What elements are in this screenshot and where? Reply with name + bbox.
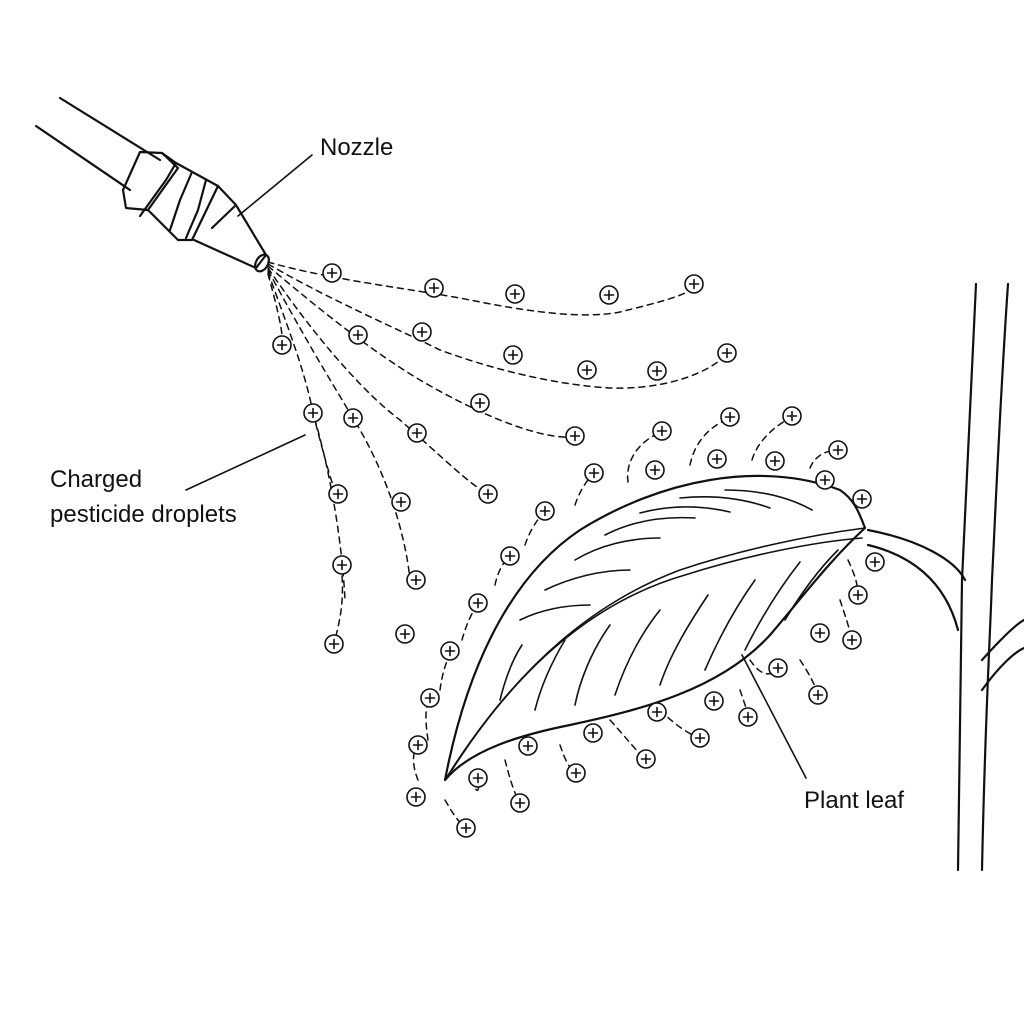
charged-droplet-icon (647, 702, 667, 722)
trajectory-8 (312, 412, 344, 645)
leaf-leader (741, 654, 807, 779)
charged-droplet-icon (470, 393, 490, 413)
charged-droplet-icon (395, 624, 415, 644)
charged-droplet-icon (577, 360, 597, 380)
label-leader-lines (185, 154, 807, 779)
charged-droplet-icon (456, 818, 476, 838)
charged-droplet-icon (852, 489, 872, 509)
trajectory-4 (267, 267, 489, 495)
droplets-label-line2: pesticide droplets (50, 501, 237, 528)
charged-droplet-icon (348, 325, 368, 345)
charged-droplet-icon (865, 552, 885, 572)
charged-droplet-icon (684, 274, 704, 294)
charged-droplet-icon (782, 406, 802, 426)
spray-nozzle-icon (34, 96, 270, 273)
charged-droplet-icon (332, 555, 352, 575)
charged-droplet-icon (810, 623, 830, 643)
wrap-14 (504, 759, 521, 804)
trajectory-3 (267, 265, 576, 438)
charged-droplet-icon (406, 787, 426, 807)
charged-droplet-icon (424, 278, 444, 298)
wrap-16 (609, 719, 647, 761)
charged-droplet-icon (848, 585, 868, 605)
charged-droplet-icon (322, 263, 342, 283)
charged-droplet-icon (500, 546, 520, 566)
charged-droplet-icon (440, 641, 460, 661)
charged-droplet-icon (707, 449, 727, 469)
nozzle-label: Nozzle (320, 134, 393, 161)
charged-droplet-icon (808, 685, 828, 705)
charged-droplet-icon (828, 440, 848, 460)
charged-droplet-icon (690, 728, 710, 748)
charged-droplet-icon (704, 691, 724, 711)
charged-droplet-icon (412, 322, 432, 342)
charged-droplet-icon (468, 593, 488, 613)
leaf-label: Plant leaf (804, 787, 904, 814)
charged-droplet-icon (768, 658, 788, 678)
charged-droplet-icon (272, 335, 292, 355)
charged-droplet-icon (420, 688, 440, 708)
charged-droplet-icon (636, 749, 656, 769)
charged-droplet-icon (303, 403, 323, 423)
charged-droplet-icon (565, 426, 585, 446)
charged-droplet-icon (503, 345, 523, 365)
charged-droplet-icon (406, 570, 426, 590)
wrap-7 (494, 555, 511, 586)
plant-stem-icon (866, 282, 1024, 872)
charged-droplet-icon (645, 460, 665, 480)
charged-droplet-icon (584, 463, 604, 483)
charged-droplet-icon (652, 421, 672, 441)
charged-droplet-icon (738, 707, 758, 727)
charged-droplets (272, 263, 885, 838)
charged-droplet-icon (535, 501, 555, 521)
charged-droplet-icon (391, 492, 411, 512)
charged-droplet-icon (518, 736, 538, 756)
charged-droplet-icon (408, 735, 428, 755)
plant-leaf-icon (443, 474, 867, 782)
charged-droplet-icon (407, 423, 427, 443)
wrap-15 (559, 744, 577, 774)
trajectory-1 (267, 261, 696, 316)
charged-droplet-icon (717, 343, 737, 363)
charged-droplet-icon (815, 470, 835, 490)
trajectory-5 (267, 269, 411, 581)
droplets-label-line1: Charged (50, 466, 142, 493)
charged-droplet-icon (566, 763, 586, 783)
charged-droplet-icon (510, 793, 530, 813)
nozzle-leader (237, 154, 313, 217)
charged-droplet-icon (478, 484, 498, 504)
charged-droplet-icon (765, 451, 785, 471)
charged-droplet-icon (583, 723, 603, 743)
wrap-10 (425, 697, 431, 741)
charged-droplet-icon (343, 408, 363, 428)
charged-droplet-icon (468, 768, 488, 788)
trajectory-2 (267, 263, 729, 389)
charged-droplet-icon (328, 484, 348, 504)
charged-droplet-icon (647, 361, 667, 381)
charged-droplet-icon (599, 285, 619, 305)
charged-droplet-icon (505, 284, 525, 304)
charged-droplet-icon (324, 634, 344, 654)
charged-droplet-icon (842, 630, 862, 650)
droplets-leader (185, 434, 306, 491)
charged-droplet-icon (720, 407, 740, 427)
